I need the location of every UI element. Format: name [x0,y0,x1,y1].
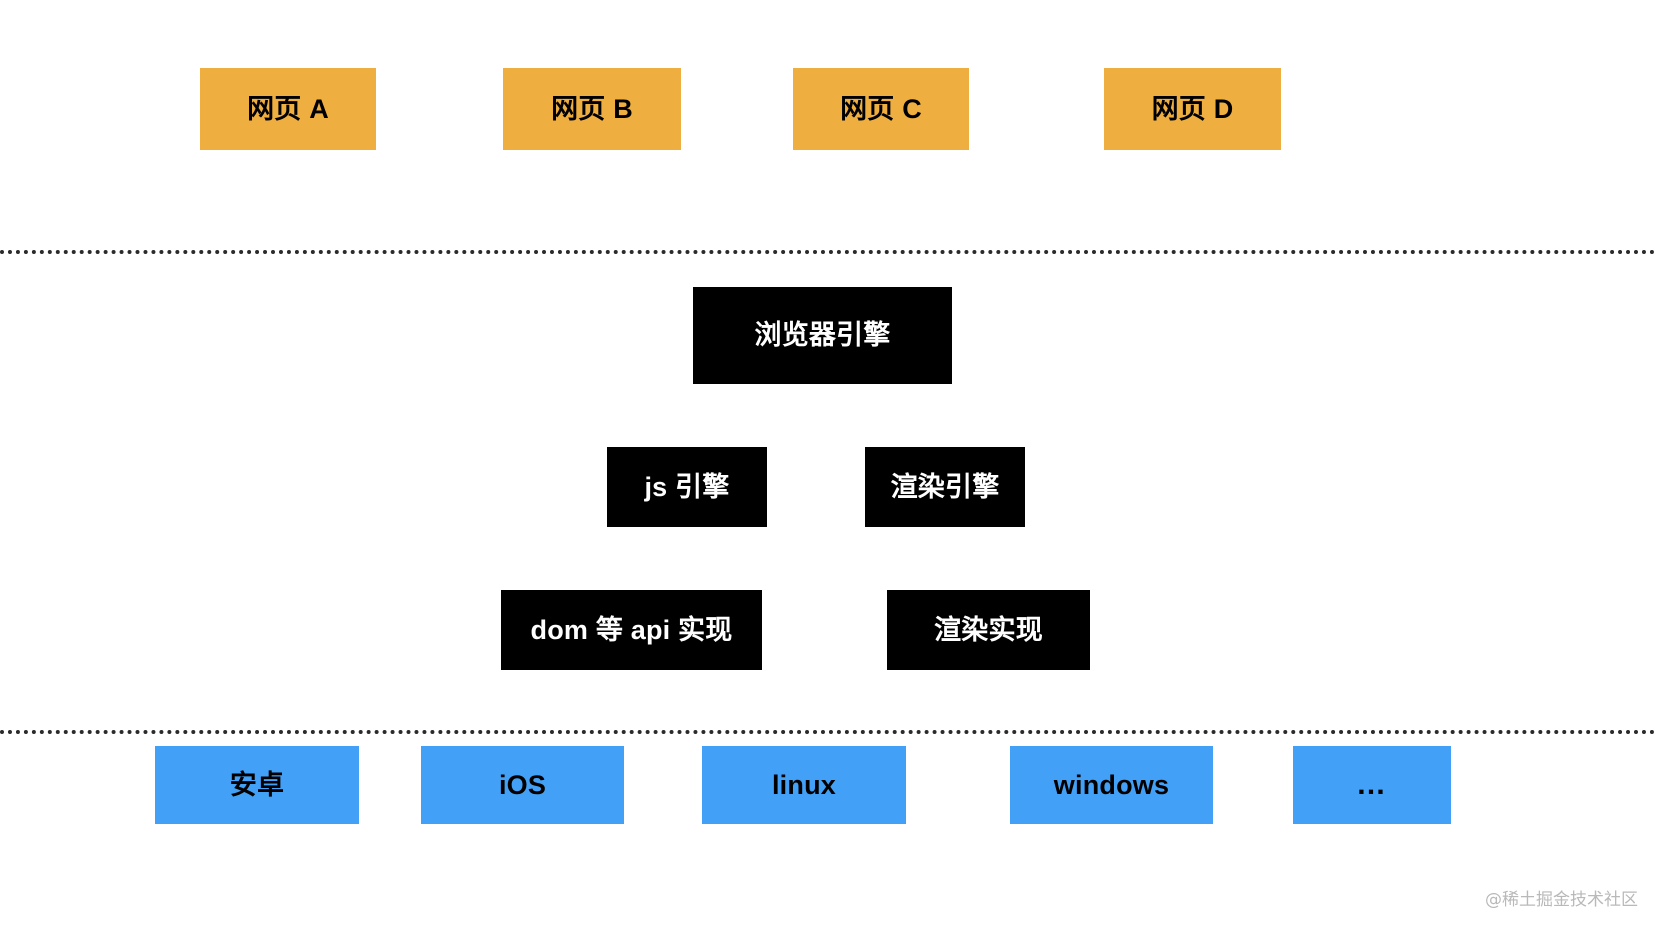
dom-api-impl-box[interactable]: dom 等 api 实现 [501,590,762,670]
os-box-more[interactable]: … [1293,746,1451,824]
divider-engine-os [0,730,1656,734]
browser-engine-box[interactable]: 浏览器引擎 [693,287,952,384]
os-box-linux[interactable]: linux [702,746,906,824]
watermark-text: @稀土掘金技术社区 [1485,890,1638,910]
os-box-ios[interactable]: iOS [421,746,624,824]
render-engine-box[interactable]: 渲染引擎 [865,447,1025,527]
render-impl-box[interactable]: 渲染实现 [887,590,1090,670]
web-page-box-a[interactable]: 网页 A [200,68,376,150]
os-box-windows[interactable]: windows [1010,746,1213,824]
web-page-box-b[interactable]: 网页 B [503,68,681,150]
web-page-box-d[interactable]: 网页 D [1104,68,1281,150]
divider-pages-engine [0,250,1656,254]
js-engine-box[interactable]: js 引擎 [607,447,767,527]
os-box-android[interactable]: 安卓 [155,746,359,824]
web-page-box-c[interactable]: 网页 C [793,68,969,150]
